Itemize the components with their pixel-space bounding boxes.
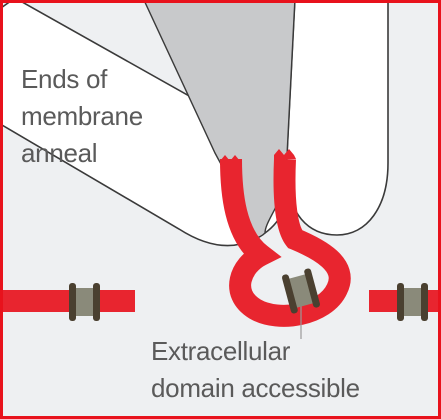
label-ends-line-2: membrane (21, 98, 143, 135)
label-ends-line-1: Ends of (21, 61, 143, 98)
protein-right (397, 283, 428, 321)
label-ends-of-membrane: Ends of membrane anneal (21, 61, 143, 172)
label-extracellular-domain: Extracellular domain accessible (151, 333, 360, 407)
protein-left (69, 283, 100, 321)
label-ends-line-3: anneal (21, 135, 143, 172)
label-extra-line-1: Extracellular (151, 333, 360, 370)
pipette-right-wall (286, 3, 388, 235)
label-extra-line-2: domain accessible (151, 370, 360, 407)
